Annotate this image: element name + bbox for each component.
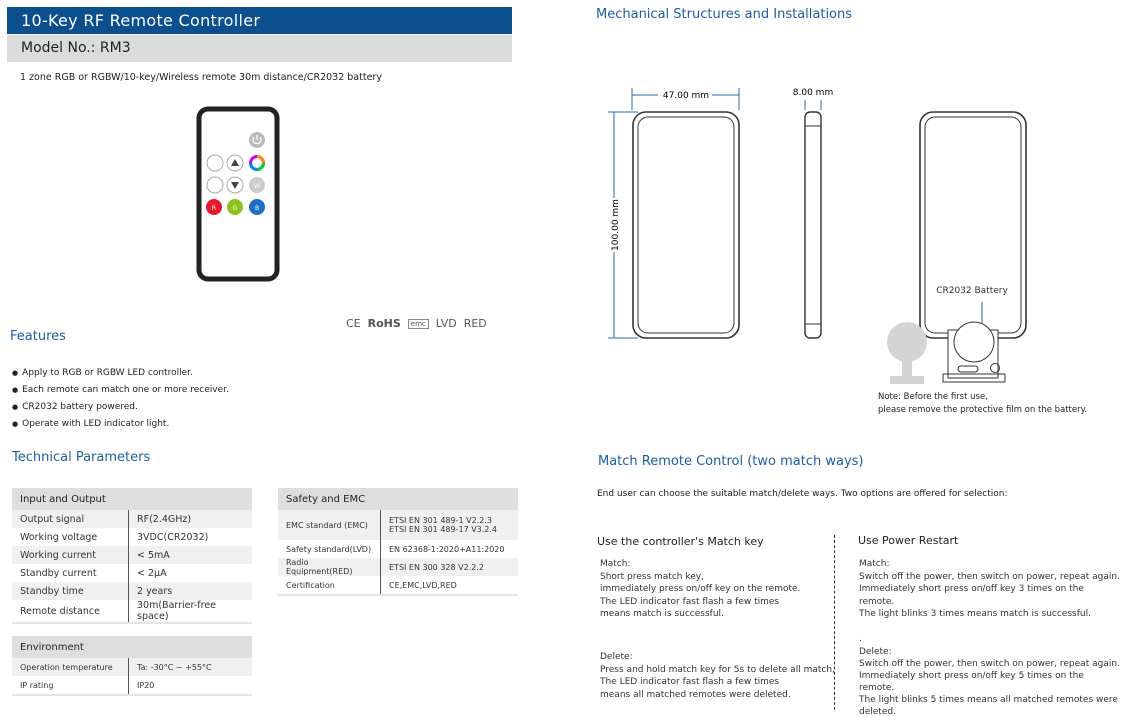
list-item: Operate with LED indicator light. <box>12 416 229 433</box>
svg-text:CR2032 Battery: CR2032 Battery <box>936 286 1008 296</box>
table-header: Input and Output <box>12 488 252 510</box>
mechanical-drawing: 47.00 mm 8.00 mm 100.00 mm CR2032 Batter… <box>608 88 1027 384</box>
list-item: CR2032 battery powered. <box>12 399 229 416</box>
features-heading: Features <box>10 329 66 344</box>
svg-text:G: G <box>233 205 238 212</box>
red-logo: RED <box>463 317 487 330</box>
table-row: EMC standard (EMC)ETSI EN 301 489-1 V2.2… <box>278 510 518 540</box>
svg-text:8.00 mm: 8.00 mm <box>793 88 833 98</box>
features-list: Apply to RGB or RGBW LED controller. Eac… <box>12 365 229 433</box>
lvd-logo: LVD <box>435 317 457 330</box>
power-restart-delete: Delete: Switch off the power, then switc… <box>859 647 1120 717</box>
certification-logos: CE RoHS emc LVD RED <box>346 317 487 330</box>
match-intro: End user can choose the suitable match/d… <box>597 489 1008 499</box>
ce-logo: CE <box>346 317 361 330</box>
scene-key-2-icon <box>206 176 224 194</box>
technical-heading: Technical Parameters <box>12 450 151 465</box>
match-key-title: Use the controller's Match key <box>597 535 764 548</box>
rohs-logo: RoHS <box>367 317 401 330</box>
scene-key-icon <box>206 154 224 172</box>
list-item: Apply to RGB or RGBW LED controller. <box>12 365 229 382</box>
list-item: Each remote can match one or more receiv… <box>12 382 229 399</box>
match-key-match: Match: Short press match key,immediately… <box>600 559 801 619</box>
match-heading: Match Remote Control (two match ways) <box>598 454 864 469</box>
remote-image: W R G B <box>196 106 280 282</box>
battery-note: Note: Before the first use,please remove… <box>878 392 1088 415</box>
g-key <box>227 199 243 215</box>
svg-text:B: B <box>255 205 259 212</box>
table-header: Safety and EMC <box>278 488 518 510</box>
mechanical-heading: Mechanical Structures and Installations <box>596 7 853 22</box>
page-title: 10-Key RF Remote Controller <box>7 7 512 34</box>
svg-text:R: R <box>212 205 216 212</box>
match-key-delete: Delete: Press and hold match key for 5s … <box>600 652 835 700</box>
table-row: Radio Equipment(RED)ETSI EN 300 328 V2.2… <box>278 558 518 576</box>
svg-text:47.00 mm: 47.00 mm <box>663 91 709 101</box>
battery-illustration <box>887 322 927 362</box>
power-restart-match: Match: Switch off the power, then switch… <box>859 559 1120 644</box>
svg-text:W: W <box>254 183 260 190</box>
w-key <box>249 177 265 193</box>
b-key <box>249 199 265 215</box>
svg-text:100.00 mm: 100.00 mm <box>611 199 621 251</box>
safety-emc-table: Safety and EMC EMC standard (EMC)ETSI EN… <box>278 488 518 596</box>
table-row: Working current< 5mA <box>12 546 252 564</box>
table-row: Safety standard(LVD)EN 62368-1:2020+A11:… <box>278 540 518 558</box>
power-restart-title: Use Power Restart <box>858 534 959 547</box>
table-header: Environment <box>12 636 252 658</box>
product-subtitle: 1 zone RGB or RGBW/10-key/Wireless remot… <box>20 72 382 83</box>
emc-logo: emc <box>407 318 429 329</box>
column-divider <box>834 535 835 710</box>
model-number: Model No.: RM3 <box>7 35 512 62</box>
table-row: Standby current< 2μA <box>12 564 252 582</box>
r-key <box>206 199 222 215</box>
